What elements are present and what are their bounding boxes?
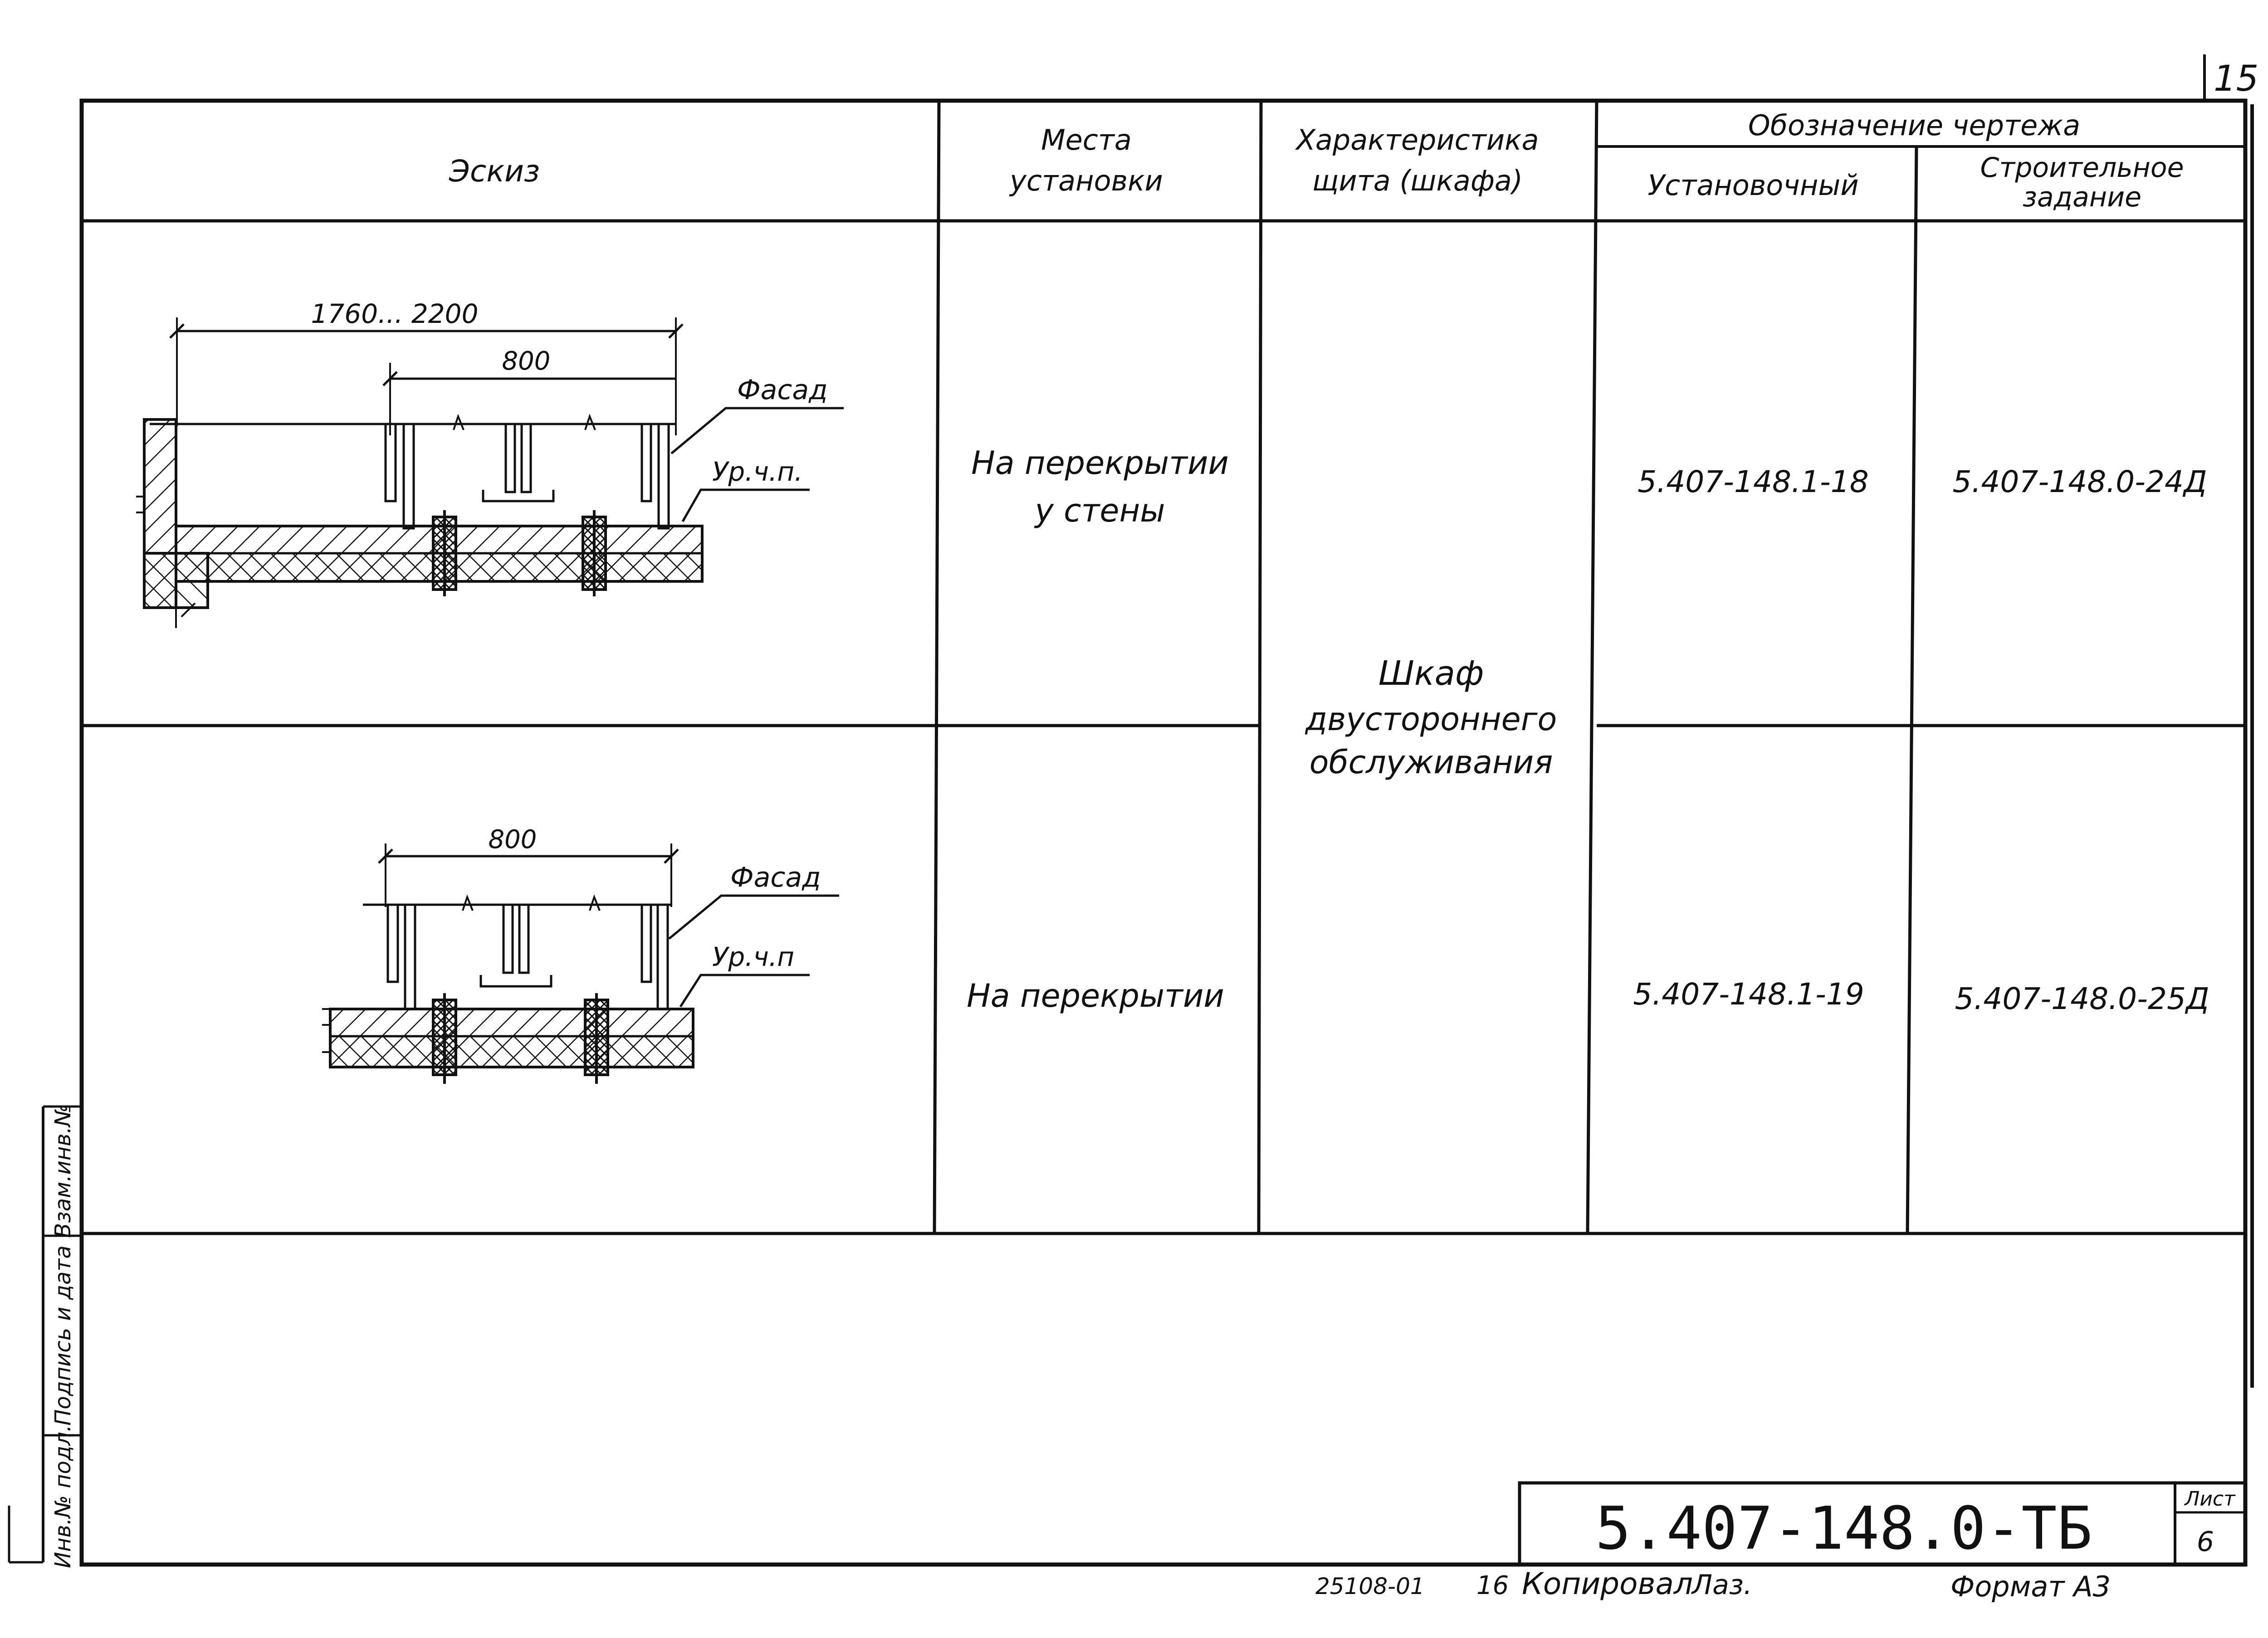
footer: 25108-01 16 Копировал Лаз. Формат А3	[1315, 1566, 2111, 1603]
footer-signature: Лаз.	[1691, 1569, 1752, 1601]
header-places-line2: установки	[1009, 164, 1163, 197]
sketch2-dim-inner: 800	[489, 825, 537, 854]
sketch1-dim-overall: 1760... 2200	[311, 298, 479, 329]
header-char-line1: Характеристика	[1295, 123, 1539, 156]
footer-copied-by: Копировал	[1522, 1566, 1693, 1601]
header-construction-line2: задание	[2023, 181, 2141, 213]
sketch1-label-facade: Фасад	[737, 374, 828, 406]
main-frame	[79, 98, 2248, 1567]
stamp-inv-podl: Инв.№ подл.	[50, 1425, 76, 1568]
sketch-2: 800 Фасад Ур.ч.п	[322, 825, 839, 1084]
document-code: 5.407-148.0-ТБ	[1595, 1494, 2092, 1563]
header-char-line2: щита (шкафа)	[1312, 164, 1523, 197]
characteristic-line3: обслуживания	[1310, 744, 1553, 781]
sketch2-label-facade: Фасад	[730, 862, 821, 893]
header-sketch: Эскиз	[449, 154, 540, 189]
stamp-signature-date: Подпись и дата	[50, 1245, 76, 1426]
side-stamp: Взам.инв.№ Подпись и дата Инв.№ подл.	[8, 1104, 82, 1568]
header-installation: Установочный	[1647, 169, 1858, 202]
row1-construction-code: 5.407-148.0-24Д	[1952, 464, 2207, 499]
row1-place-line2: у стены	[1034, 492, 1165, 529]
sketch2-label-level: Ур.ч.п	[712, 941, 794, 972]
characteristic-line1: Шкаф	[1378, 654, 1484, 693]
row2-construction-code: 5.407-148.0-25Д	[1955, 981, 2209, 1016]
stamp-vzam-inv: Взам.инв.№	[50, 1104, 76, 1238]
header-designation: Обозначение чертежа	[1748, 109, 2080, 142]
characteristic-line2: двустороннего	[1305, 701, 1557, 738]
title-block: 5.407-148.0-ТБ Лист 6	[1518, 1481, 2247, 1566]
sheet-page-number: 15	[2214, 58, 2258, 99]
row1-installation-code: 5.407-148.1-18	[1637, 464, 1869, 499]
row1-place-line1: На перекрытии	[971, 444, 1229, 482]
header-construction-line1: Строительное	[1980, 152, 2184, 184]
sheet-label: Лист	[2184, 1487, 2236, 1511]
row2-place-line1: На перекрытии	[967, 977, 1224, 1014]
sketch-1: 1760... 2200 800 Фасад	[136, 298, 844, 628]
row2-installation-code: 5.407-148.1-19	[1633, 977, 1864, 1012]
footer-order-number: 25108-01	[1315, 1573, 1425, 1599]
sketch1-label-level: Ур.ч.п.	[712, 456, 803, 487]
sketch1-dim-inner: 800	[502, 346, 551, 376]
footer-copy-number: 16	[1476, 1571, 1509, 1600]
footer-format: Формат А3	[1950, 1570, 2111, 1603]
header-places-line1: Места	[1041, 123, 1132, 156]
sheet-number: 6	[2197, 1526, 2214, 1558]
